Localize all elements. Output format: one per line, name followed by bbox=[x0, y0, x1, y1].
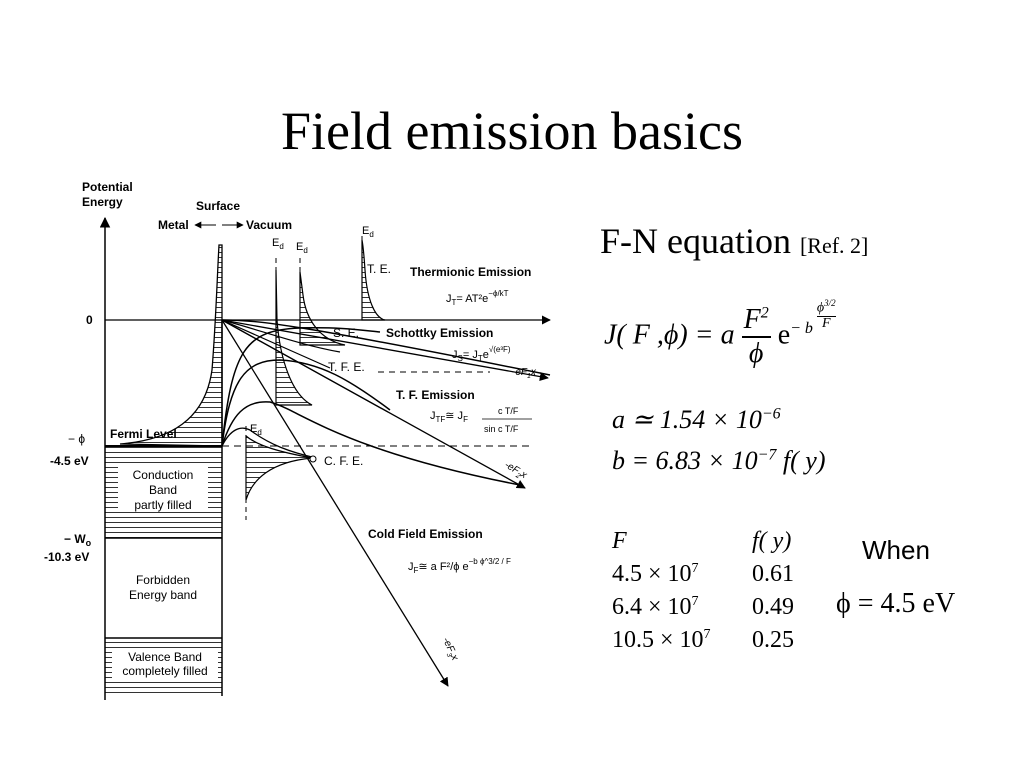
table-cell-f-exp: 7 bbox=[691, 594, 699, 609]
table-cell-f: 4.5 × 10 bbox=[612, 561, 692, 587]
forbidden-band-label-1: Forbidden bbox=[136, 573, 190, 587]
table-row: 4.5 × 107 0.61 bbox=[612, 558, 806, 591]
tfe-label: T. F. E. bbox=[328, 360, 365, 374]
fn-heading-text: F-N equation bbox=[600, 221, 791, 261]
slide-title: Field emission basics bbox=[281, 101, 743, 161]
fn-exp-num: ϕ bbox=[816, 300, 825, 316]
a-constant-text: a ≃ 1.54 × 10 bbox=[612, 405, 762, 434]
table-cell-fy: 0.61 bbox=[752, 561, 794, 587]
fn-exp-prefix: − b bbox=[790, 319, 813, 337]
valence-band-label-2: completely filled bbox=[122, 664, 207, 678]
jtf-den: sin c T/F bbox=[484, 424, 519, 434]
fn-equation: J( F ,ϕ) = a F2 ϕ e− b ϕ3/2 F bbox=[604, 296, 836, 370]
fn-exp-num-pow: 3/2 bbox=[824, 298, 836, 308]
fn-num: F bbox=[743, 303, 761, 335]
ed-label-4: Ed bbox=[250, 423, 262, 437]
ed-peak-se bbox=[299, 271, 346, 346]
table-cell-f-exp: 7 bbox=[703, 627, 711, 642]
axis-label-energy: Energy bbox=[82, 195, 123, 209]
conduction-band-label-1: Conduction bbox=[133, 468, 194, 482]
b-constant-exp: −7 bbox=[757, 446, 777, 464]
js-formula: JS= JTe√(e³F) bbox=[452, 345, 511, 363]
vacuum-label: Vacuum bbox=[246, 218, 292, 232]
tangent-line-a bbox=[221, 319, 389, 413]
minus-phi-label: − ϕ bbox=[68, 432, 85, 446]
line3-label: -eF3x bbox=[438, 636, 460, 664]
barrier-curve-2 bbox=[221, 327, 381, 447]
w0-value-label: -10.3 eV bbox=[44, 550, 89, 564]
b-constant: b = 6.83 × 10−7 f( y) bbox=[612, 446, 825, 476]
cold-field-label: Cold Field Emission bbox=[368, 527, 483, 541]
table-cell-f: 10.5 × 10 bbox=[612, 627, 704, 653]
cfe-barrier bbox=[221, 427, 317, 459]
jt-formula: JT= AT²e−ϕ/kT bbox=[446, 289, 509, 307]
table-cell-fy: 0.49 bbox=[752, 594, 794, 620]
conduction-band-label-3: partly filled bbox=[134, 498, 191, 512]
fn-num-exp: 2 bbox=[760, 304, 769, 322]
table-cell-f-exp: 7 bbox=[691, 561, 699, 576]
conduction-band-label-2: Band bbox=[149, 483, 177, 497]
fn-exp-den: F bbox=[822, 315, 831, 331]
valence-band-label-1: Valence Band bbox=[128, 650, 202, 664]
line1-label: -eF1x bbox=[512, 367, 537, 380]
ed-label-3: Ed bbox=[362, 225, 374, 239]
table-cell-f: 6.4 × 10 bbox=[612, 594, 692, 620]
barrier-curve-4 bbox=[221, 401, 521, 486]
line2-label: -eF2x bbox=[501, 460, 529, 484]
ed-peak-cfe bbox=[245, 434, 313, 501]
a-constant-exp: −6 bbox=[761, 405, 781, 423]
metal-distribution bbox=[119, 244, 223, 447]
a-constant: a ≃ 1.54 × 10−6 bbox=[612, 405, 781, 435]
surface-junction-curve bbox=[221, 319, 341, 353]
zero-label: 0 bbox=[86, 313, 93, 327]
fn-heading: F-N equation [Ref. 2] bbox=[600, 220, 868, 262]
table-header-fy: f( y) bbox=[752, 528, 792, 554]
jtf-formula: JTF≅ JF bbox=[430, 410, 468, 424]
ed-peak-te bbox=[361, 239, 386, 321]
b-constant-tail: f( y) bbox=[776, 446, 826, 475]
schottky-label: Schottky Emission bbox=[386, 326, 493, 340]
tf-emission-label: T. F. Emission bbox=[396, 388, 475, 402]
metal-label: Metal bbox=[158, 218, 189, 232]
cfe-label: C. F. E. bbox=[324, 454, 363, 468]
when-label: When bbox=[862, 535, 930, 565]
axis-label-potential: Potential bbox=[82, 180, 133, 194]
fn-reference: [Ref. 2] bbox=[799, 233, 869, 258]
table-header-f: F bbox=[612, 528, 627, 554]
jf-formula: JF≅ a F²/ϕ e−b ϕ^3/2 / F bbox=[408, 557, 511, 575]
fy-table: F f( y) 4.5 × 107 0.61 6.4 × 107 0.49 10… bbox=[612, 525, 806, 657]
fn-exp-fraction: ϕ3/2 F bbox=[816, 296, 836, 331]
ed-peak-tfe bbox=[275, 269, 313, 406]
valence-label-box bbox=[112, 650, 218, 678]
fn-equation-fraction: F2 ϕ bbox=[741, 303, 771, 370]
cfe-point bbox=[309, 455, 317, 463]
se-label: S. E. bbox=[333, 326, 359, 340]
ed-label-2: Ed bbox=[296, 241, 308, 255]
table-header-row: F f( y) bbox=[612, 525, 806, 558]
conduction-label-box bbox=[118, 466, 208, 512]
thermionic-label: Thermionic Emission bbox=[410, 265, 531, 279]
ed-label-1: Ed bbox=[272, 237, 284, 251]
field-line-3 bbox=[221, 319, 449, 687]
surface-label: Surface bbox=[196, 199, 240, 213]
te-label: T. E. bbox=[367, 262, 391, 276]
forbidden-band-label-2: Energy band bbox=[129, 588, 197, 602]
fn-equation-lhs: J( F ,ϕ) = a bbox=[604, 319, 735, 351]
energy-band-diagram: Potential Energy Surface Metal Vacuum 0 … bbox=[44, 180, 551, 700]
fn-exp-base: e bbox=[777, 319, 791, 351]
table-cell-fy: 0.25 bbox=[752, 627, 794, 653]
table-row: 6.4 × 107 0.49 bbox=[612, 591, 806, 624]
fermi-value-label: -4.5 eV bbox=[50, 454, 89, 468]
table-row: 10.5 × 107 0.25 bbox=[612, 624, 806, 657]
b-constant-text: b = 6.83 × 10 bbox=[612, 446, 758, 475]
fn-den: ϕ bbox=[748, 337, 764, 369]
jtf-num: c T/F bbox=[498, 406, 519, 416]
minus-w0-label: − Wo bbox=[64, 532, 92, 548]
phi-condition: ϕ = 4.5 eV bbox=[836, 588, 956, 619]
